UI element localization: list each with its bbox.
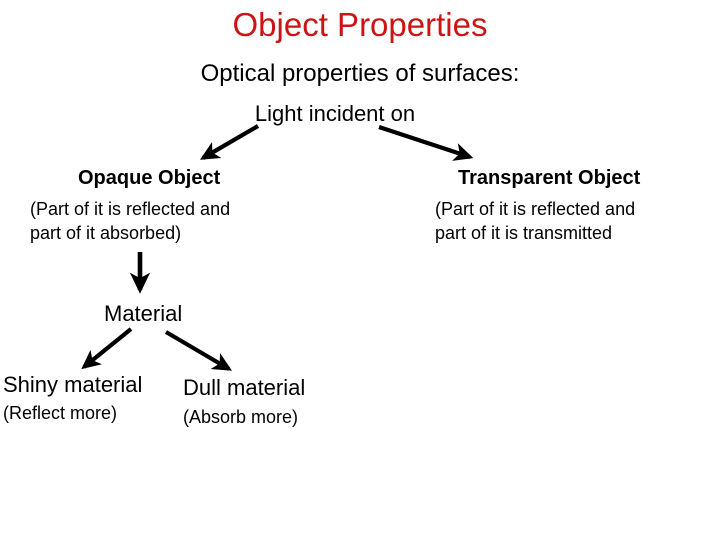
diagram-node-dull-material: Dull material: [183, 375, 306, 400]
diagram-node-material: Material: [104, 301, 183, 326]
diagram-node-transparent-object: Transparent Object: [458, 167, 641, 189]
slide-subtitle: Optical properties of surfaces:: [200, 60, 520, 87]
dull-material-description: (Absorb more): [183, 407, 299, 427]
opaque-object-description-line-2: part of it absorbed): [30, 223, 182, 243]
opaque-object-description-line-1: (Part of it is reflected and: [30, 199, 231, 219]
arrow-to-transparent-icon: [378, 125, 474, 161]
diagram-node-opaque-object: Opaque Object: [78, 167, 221, 189]
arrow-to-opaque-icon: [199, 124, 260, 160]
transparent-object-description-line-1: (Part of it is reflected and: [435, 199, 636, 219]
diagram-node-light-incident: Light incident on: [254, 101, 416, 126]
transparent-object-description-line-2: part of it is transmitted: [435, 223, 613, 243]
arrow-to-shiny-icon: [81, 327, 133, 370]
transparent-object-description: (Part of it is reflected and part of it …: [435, 197, 635, 245]
page-title: Object Properties: [232, 6, 488, 43]
arrow-to-dull-icon: [164, 330, 232, 371]
diagram-node-shiny-material: Shiny material: [3, 372, 143, 397]
shiny-material-description: (Reflect more): [3, 403, 118, 423]
opaque-object-description: (Part of it is reflected and part of it …: [30, 197, 230, 245]
